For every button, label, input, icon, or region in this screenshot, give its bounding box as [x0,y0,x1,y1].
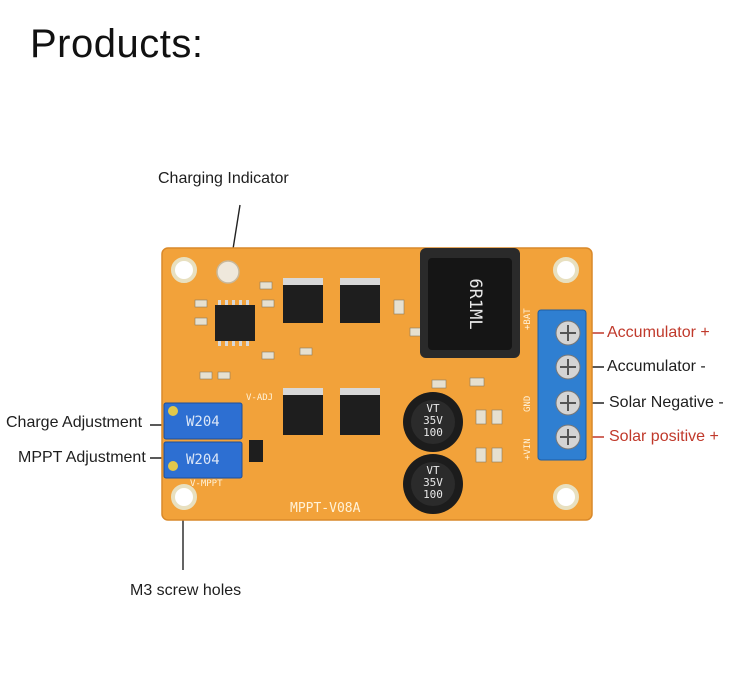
callout-mppt-adjustment: MPPT Adjustment [18,449,146,466]
silk-gnd: GND [523,396,533,412]
callout-charging-indicator: Charging Indicator [158,170,289,187]
cap-marking: 100 [423,426,443,439]
silk-v-adj: V-ADJ [246,393,273,403]
page-title: Products: [30,22,204,66]
cap-marking: VT [426,402,440,415]
silk-bat: +BAT [523,308,533,330]
inductor: 6R1ML [420,248,520,358]
callout-accumulator-plus: Accumulator + [607,324,710,341]
cap-marking: VT [426,464,440,477]
mosfet [283,278,380,435]
control-ic [215,305,255,341]
callout-accumulator-minus: Accumulator - [607,358,706,375]
callout-solar-negative: Solar Negative - [609,394,724,411]
silk-model: MPPT-V08A [290,501,361,516]
cap-marking: 35V [423,414,443,427]
silk-vin: +VIN [523,438,533,460]
screw-hole [171,257,579,510]
silk-v-mppt: V-MPPT [190,479,223,489]
terminal-screw [555,320,581,450]
pot-marking: W204 [186,414,220,430]
terminal-block [537,309,587,461]
callout-charge-adjustment: Charge Adjustment [6,414,143,431]
charging-led [216,260,240,284]
callout-m3-screw-holes: M3 screw holes [130,582,242,599]
pot-marking: W204 [186,452,220,468]
inductor-marking: 6R1ML [465,278,485,329]
cap-marking: 35V [423,476,443,489]
electrolytic-capacitor [403,392,463,514]
callout-solar-positive: Solar positive + [609,428,719,445]
cap-marking: 100 [423,488,443,501]
jumper [249,440,263,462]
potentiometer [163,402,243,479]
pcb-board: 6R1ML VT 35V 100 VT 35V 100 W204 W204 [161,247,593,521]
